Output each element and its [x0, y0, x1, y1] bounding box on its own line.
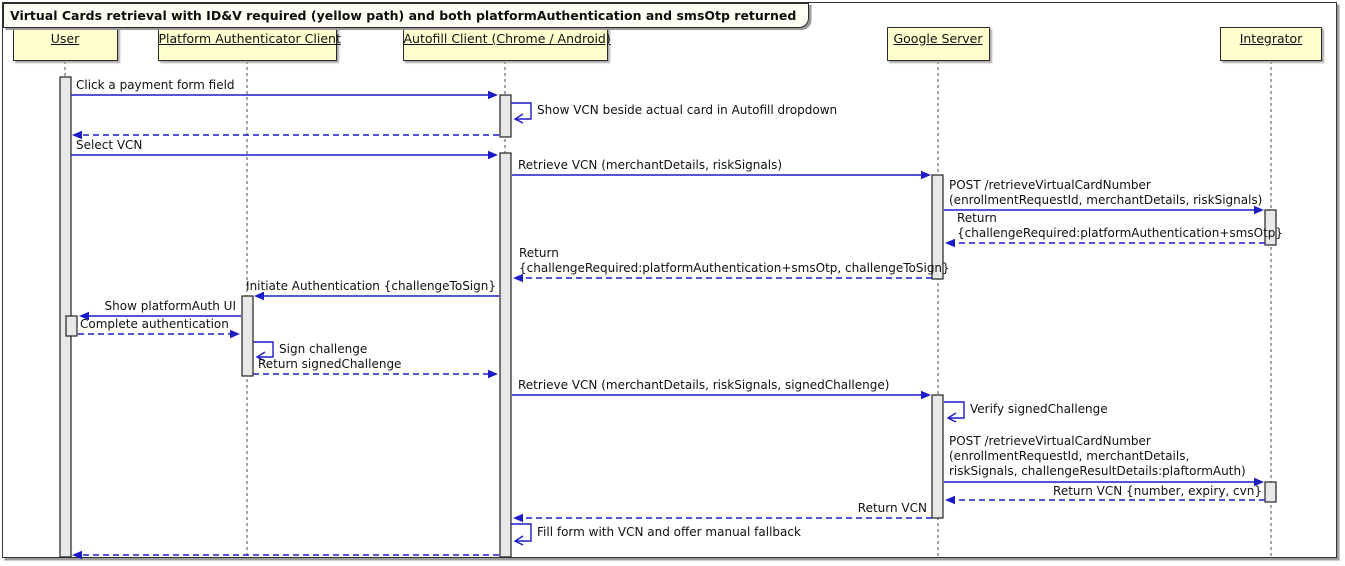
participant-integrator: Integrator: [1220, 27, 1322, 61]
filled-arrowhead-icon: [1254, 205, 1264, 215]
open-arrowhead-icon: [513, 113, 524, 124]
participant-autofill-client: Autofill Client (Chrome / Android): [402, 27, 611, 61]
open-arrowhead-icon: [946, 412, 957, 423]
participant-label: User: [50, 31, 80, 46]
self-message-arrow: [511, 102, 532, 120]
activation-autofill-client: [499, 94, 512, 138]
filled-arrowhead-icon: [488, 150, 498, 160]
diagram-frame: [2, 2, 1337, 558]
filled-arrowhead-icon: [72, 130, 82, 140]
activation-user: [65, 315, 78, 337]
filled-arrowhead-icon: [79, 311, 89, 321]
diagram-title-tab: Virtual Cards retrieval with ID&V requir…: [3, 3, 810, 28]
filled-arrowhead-icon: [945, 495, 955, 505]
filled-arrowhead-icon: [254, 291, 264, 301]
participant-google-server: Google Server: [886, 27, 990, 61]
filled-arrowhead-icon: [1254, 477, 1264, 487]
participant-label: Google Server: [893, 31, 983, 46]
filled-arrowhead-icon: [921, 390, 931, 400]
filled-arrowhead-icon: [513, 513, 523, 523]
open-arrowhead-icon: [513, 535, 524, 546]
activation-platform-authenticator-client: [241, 295, 254, 377]
participant-label: Platform Authenticator Client: [158, 31, 341, 46]
filled-arrowhead-icon: [488, 369, 498, 379]
filled-arrowhead-icon: [72, 550, 82, 560]
filled-arrowhead-icon: [230, 329, 240, 339]
activation-integrator: [1264, 481, 1277, 503]
filled-arrowhead-icon: [921, 170, 931, 180]
activation-integrator: [1264, 209, 1277, 246]
self-message-arrow: [944, 401, 965, 419]
filled-arrowhead-icon: [513, 273, 523, 283]
activation-google-server: [931, 394, 944, 519]
filled-arrowhead-icon: [945, 238, 955, 248]
participant-label: Integrator: [1239, 31, 1303, 46]
diagram-title: Virtual Cards retrieval with ID&V requir…: [10, 8, 797, 23]
participant-label: Autofill Client (Chrome / Android): [403, 31, 611, 46]
self-message-arrow: [253, 341, 274, 358]
participant-user: User: [12, 27, 118, 61]
self-message-arrow: [511, 523, 532, 542]
participant-platform-authenticator-client: Platform Authenticator Client: [157, 27, 341, 61]
filled-arrowhead-icon: [488, 90, 498, 100]
activation-autofill-client: [499, 152, 512, 558]
activation-google-server: [931, 174, 944, 280]
open-arrowhead-icon: [255, 351, 266, 362]
